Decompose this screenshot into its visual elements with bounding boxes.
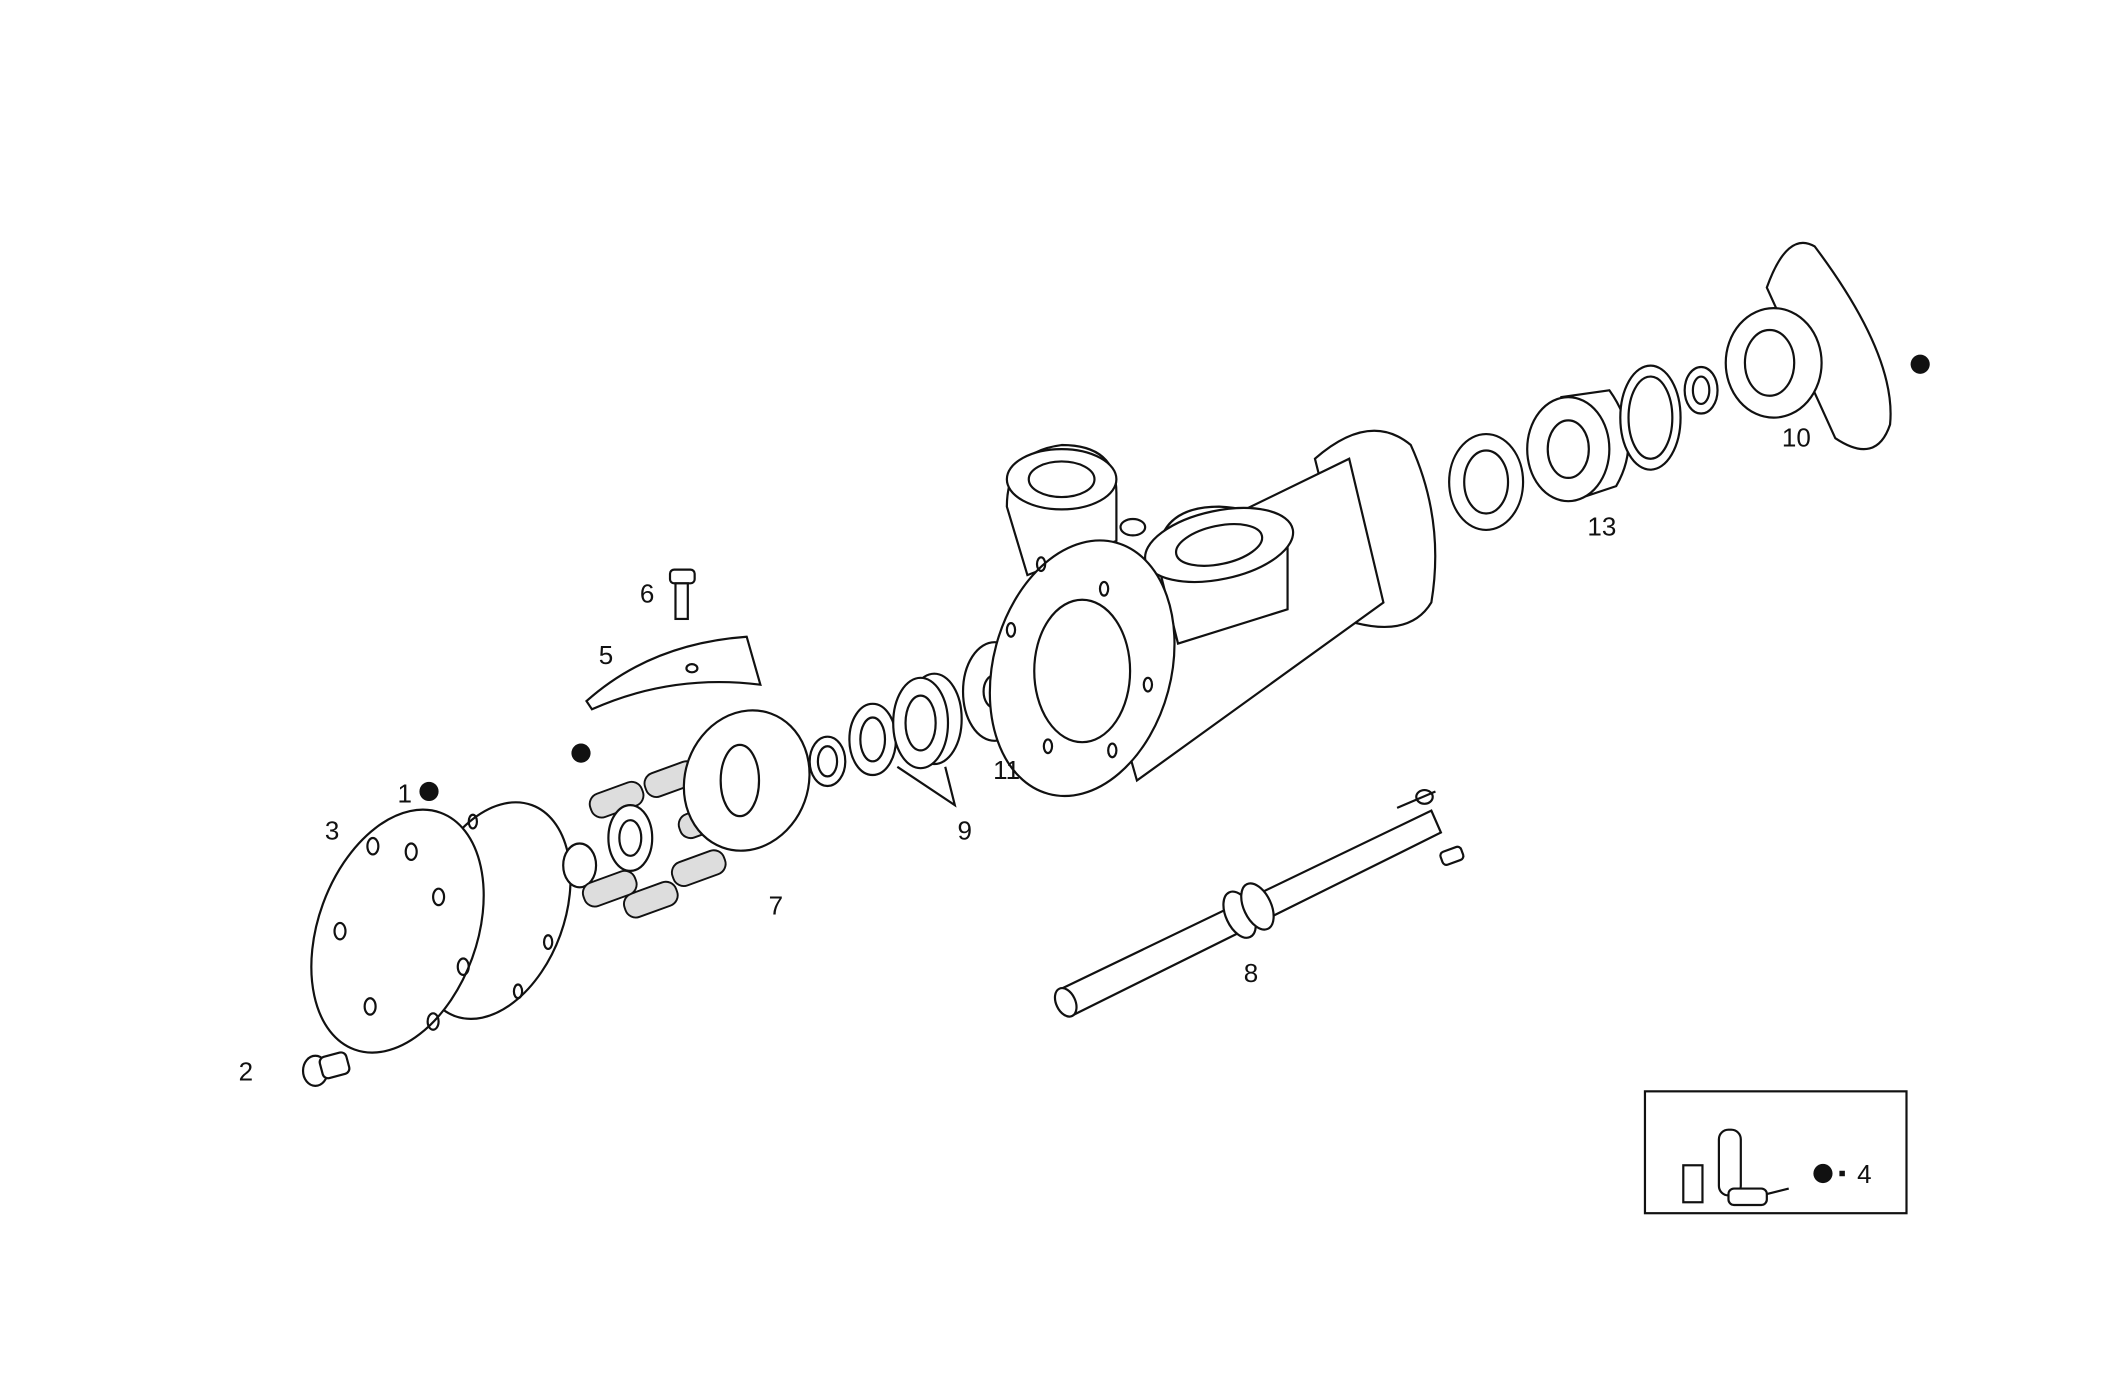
marker-dot-cover <box>1910 354 1930 374</box>
callout-2: 2 <box>239 1056 253 1086</box>
bearing-cover <box>1724 241 1892 451</box>
callout-10: 10 <box>1782 422 1811 452</box>
marker-dot-impeller <box>571 743 591 763</box>
cover-screw <box>301 1051 351 1087</box>
callout-5: 5 <box>599 640 613 670</box>
callout-13: 13 <box>1587 511 1616 541</box>
marker-dot-1 <box>419 781 439 802</box>
cover-plate <box>310 801 572 1054</box>
legend-label: 4 <box>1857 1159 1871 1189</box>
callout-1: 1 <box>398 778 412 808</box>
callout-9: 9 <box>958 815 972 845</box>
bearing-set <box>1448 364 1719 532</box>
cam <box>585 635 762 711</box>
seal-set <box>808 672 963 808</box>
shaft-key <box>1439 845 1465 866</box>
callout-7: 7 <box>769 891 783 921</box>
cam-screw <box>668 568 696 621</box>
pump-shaft <box>1053 788 1443 1018</box>
callout-6: 6 <box>640 578 654 608</box>
callout-11: 11 <box>993 755 1020 785</box>
callout-8: 8 <box>1244 958 1258 988</box>
pump-body <box>988 429 1437 798</box>
impeller <box>562 760 734 919</box>
wear-plate <box>682 709 811 852</box>
legend-dot <box>1813 1163 1833 1184</box>
callout-3: 3 <box>325 815 339 845</box>
kit-legend: 4 <box>1643 1090 1908 1215</box>
